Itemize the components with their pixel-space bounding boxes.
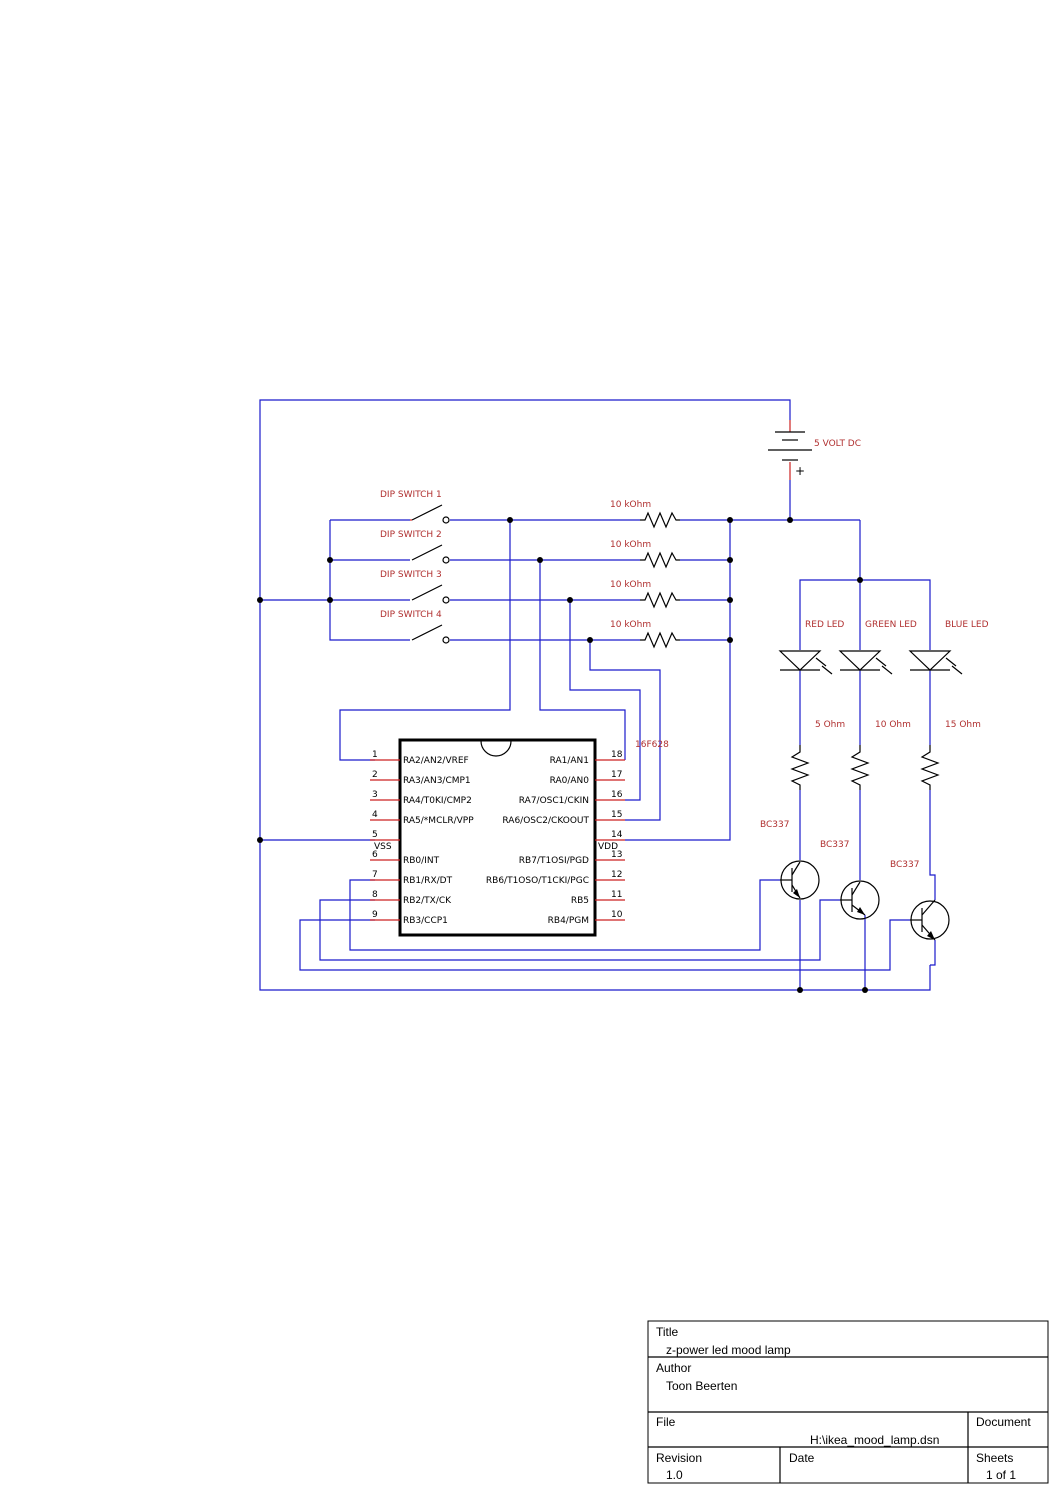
ic-pin-name-18: RA1/AN1	[550, 756, 589, 766]
date-label: Date	[789, 1451, 815, 1465]
ic-pin-number-1: 1	[372, 750, 378, 760]
green-led-label: GREEN LED	[865, 620, 917, 630]
ic-pin-name-1: RA2/AN2/VREF	[403, 756, 469, 766]
ic-pin-name-5: VSS	[374, 842, 392, 852]
ic-pin-number-15: 15	[611, 810, 622, 820]
ic-pin-number-18: 18	[611, 750, 623, 760]
ic-pin-number-11: 11	[611, 890, 622, 900]
revision-value: 1.0	[666, 1468, 683, 1482]
junctions	[257, 517, 868, 993]
dip-switch-1-label: DIP SWITCH 1	[380, 490, 442, 500]
transistor-2-label: BC337	[820, 840, 849, 850]
battery-plus-sign: +	[795, 464, 805, 478]
ic-pin-name-15: RA6/OSC2/CKOOUT	[502, 816, 589, 826]
file-label: File	[656, 1415, 676, 1429]
ic-pin-name-3: RA4/T0KI/CMP2	[403, 796, 472, 806]
ic-pin-number-7: 7	[372, 870, 378, 880]
ic-pin-name-7: RB1/RX/DT	[403, 876, 453, 886]
transistor-3: BC337	[890, 860, 950, 941]
ic-pin-number-4: 4	[372, 810, 378, 820]
ic-pin-name-17: RA0/AN0	[550, 776, 590, 786]
file-value: H:\ikea_mood_lamp.dsn	[810, 1433, 939, 1447]
green-led: GREEN LED	[838, 620, 917, 675]
dip-switch-2: DIP SWITCH 2	[380, 530, 450, 564]
battery-label: 5 VOLT DC	[814, 439, 861, 449]
ic-pin-name-16: RA7/OSC1/CKIN	[519, 796, 589, 806]
ic-pin-number-9: 9	[372, 910, 378, 920]
author-value: Toon Beerten	[666, 1379, 737, 1393]
ic-pin-name-10: RB4/PGM	[548, 916, 589, 926]
transistor-1: BC337	[760, 820, 820, 900]
ic-pin-number-3: 3	[372, 790, 378, 800]
ic-pin-number-14: 14	[611, 830, 623, 840]
pullup-resistor-1-label: 10 kOhm	[610, 500, 651, 510]
sheets-label: Sheets	[976, 1451, 1013, 1465]
ic-pin-number-17: 17	[611, 770, 622, 780]
document-label: Document	[976, 1415, 1031, 1429]
ic-pin-name-4: RA5/*MCLR/VPP	[403, 816, 474, 826]
ic-part-label: 16F628	[635, 740, 669, 750]
ic-pin-name-13: RB7/T1OSI/PGD	[519, 856, 589, 866]
ic-pin-number-13: 13	[611, 850, 622, 860]
ic-pin-number-8: 8	[372, 890, 378, 900]
pullup-resistor-4-label: 10 kOhm	[610, 620, 651, 630]
blue-led: BLUE LED	[908, 620, 989, 675]
pullup-resistor-3: 10 kOhm	[610, 580, 680, 609]
ic-pin-number-16: 16	[611, 790, 623, 800]
dip-switch-1: DIP SWITCH 1	[380, 490, 450, 524]
transistor-2: BC337	[820, 840, 880, 920]
sheets-value: 1 of 1	[986, 1468, 1016, 1482]
ic-pin-name-14: VDD	[598, 842, 618, 852]
transistor-1-label: BC337	[760, 820, 789, 830]
ic-pin-name-2: RA3/AN3/CMP1	[403, 776, 471, 786]
led-resistor-2: 10 Ohm	[850, 720, 911, 790]
ic-pin-number-12: 12	[611, 870, 622, 880]
ic-pin-name-12: RB6/T1OSO/T1CKI/PGC	[486, 876, 589, 886]
ic-pin-number-5: 5	[372, 830, 378, 840]
pullup-resistor-1: 10 kOhm	[610, 500, 680, 529]
title-value: z-power led mood lamp	[666, 1343, 791, 1357]
ic-pin-number-2: 2	[372, 770, 378, 780]
led-resistor-3: 15 Ohm	[920, 720, 981, 790]
ic-pin-number-10: 10	[611, 910, 623, 920]
red-led: RED LED	[778, 620, 844, 675]
dip-switch-2-label: DIP SWITCH 2	[380, 530, 442, 540]
ic-pin-number-6: 6	[372, 850, 378, 860]
dip-switch-4: DIP SWITCH 4	[380, 610, 450, 644]
title-label: Title	[656, 1325, 679, 1339]
dip-switch-3-label: DIP SWITCH 3	[380, 570, 442, 580]
pullup-resistor-2-label: 10 kOhm	[610, 540, 651, 550]
ic-pin-name-8: RB2/TX/CK	[403, 896, 452, 906]
ic-pin-name-9: RB3/CCP1	[403, 916, 448, 926]
dip-switch-3: DIP SWITCH 3	[380, 570, 450, 604]
blue-led-label: BLUE LED	[945, 620, 989, 630]
revision-label: Revision	[656, 1451, 702, 1465]
battery: 5 VOLT DC +	[768, 420, 861, 480]
wiring	[259, 399, 936, 991]
led-resistor-1-label: 5 Ohm	[815, 720, 845, 730]
author-label: Author	[656, 1361, 691, 1375]
led-resistor-2-label: 10 Ohm	[875, 720, 911, 730]
red-led-label: RED LED	[805, 620, 844, 630]
led-resistor-3-label: 15 Ohm	[945, 720, 981, 730]
transistor-3-label: BC337	[890, 860, 919, 870]
pullup-resistor-4: 10 kOhm	[610, 620, 680, 649]
dip-switch-4-label: DIP SWITCH 4	[380, 610, 442, 620]
title-block: Title z-power led mood lamp Author Toon …	[647, 1320, 1049, 1484]
led-resistor-1: 5 Ohm	[790, 720, 845, 790]
ic-pin-name-6: RB0/INT	[403, 856, 440, 866]
ic-pin-name-11: RB5	[571, 896, 589, 906]
pullup-resistor-2: 10 kOhm	[610, 540, 680, 569]
pullup-resistor-3-label: 10 kOhm	[610, 580, 651, 590]
